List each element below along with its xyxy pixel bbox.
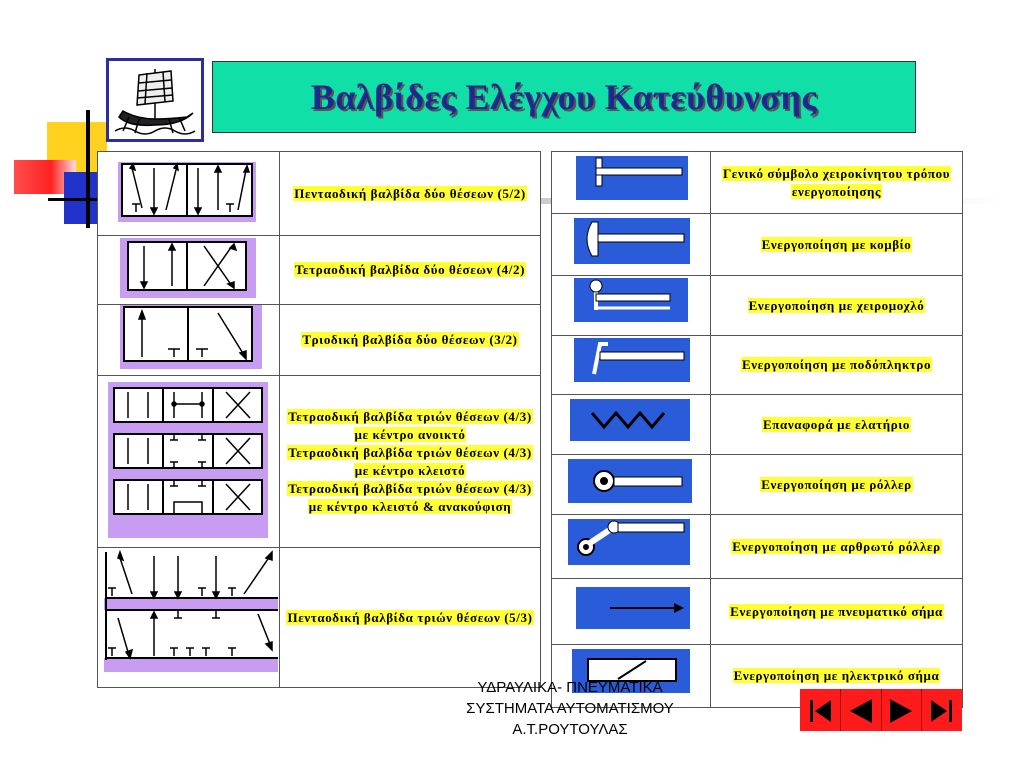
actuation-table: Γενικό σύμβολο χειροκίνητου τρόπου ενεργ… xyxy=(551,151,963,708)
valve-5-3-symbol xyxy=(104,549,278,672)
push-button-label: Ενεργοποίηση με κομβίο xyxy=(760,236,913,252)
roller-icon xyxy=(568,459,692,503)
valve-4-3-symbols xyxy=(108,382,268,538)
valve-4-2-label: Τετραοδική βαλβίδα δύο θέσεων (4/2) xyxy=(293,262,527,277)
articulated-roller-label: Ενεργοποίηση με αρθρωτό ρόλλερ xyxy=(731,538,942,554)
footer-line-1: ΥΔΡΑΥΛΙΚΑ- ΠΝΕΥΜΑΤΙΚΑ xyxy=(477,679,663,696)
ship-icon xyxy=(114,69,196,135)
decor-vertical-line xyxy=(86,110,90,228)
page-title: Βαλβίδες Ελέγχου Κατεύθυνσης xyxy=(310,77,818,117)
hand-lever-label: Ενεργοποίηση με χειρομοχλό xyxy=(747,297,926,313)
previous-slide-button[interactable] xyxy=(841,689,882,731)
valve-3-2-symbol xyxy=(120,305,262,369)
valve-4-3-closed-label: Τετραοδική βαλβίδα τριών θέσεων (4/3) με… xyxy=(287,444,533,478)
foot-pedal-icon xyxy=(574,338,690,382)
next-slide-button[interactable] xyxy=(882,689,923,731)
valve-5-2-symbol xyxy=(118,162,256,222)
first-slide-button[interactable] xyxy=(800,689,841,731)
electric-signal-label: Ενεργοποίηση με ηλεκτρικό σήμα xyxy=(732,668,941,683)
valve-4-3-closed-relief-symbol xyxy=(113,479,263,515)
footer-line-3: Α.Τ.ΡΟΥΤΟΥΛΑΣ xyxy=(512,721,628,738)
articulated-roller-icon xyxy=(568,519,690,565)
footer-credits: ΥΔΡΑΥΛΙΚΑ- ΠΝΕΥΜΑΤΙΚΑ ΣΥΣΤΗΜΑΤΑ ΑΥΤΟΜΑΤΙ… xyxy=(400,677,740,740)
footer-line-2: ΣΥΣΤΗΜΑΤΑ ΑΥΤΟΜΑΤΙΣΜΟΥ xyxy=(466,700,674,717)
electric-signal-icon xyxy=(572,649,690,693)
valve-4-3-closed-center-symbol xyxy=(113,433,263,469)
last-slide-icon xyxy=(931,700,953,722)
title-banner: Βαλβίδες Ελέγχου Κατεύθυνσης xyxy=(212,61,916,133)
pneumatic-signal-label: Ενεργοποίηση με πνευματικό σήμα xyxy=(729,603,944,619)
first-slide-icon xyxy=(809,700,831,722)
previous-slide-icon xyxy=(849,699,872,723)
valve-3-2-label: Τριοδική βαλβίδα δύο θέσεων (3/2) xyxy=(301,332,519,347)
valve-4-3-relief-label: Τετραοδική βαλβίδα τριών θέσεων (4/3) με… xyxy=(287,480,533,514)
spring-return-icon xyxy=(570,399,690,441)
valve-row-3-2: Τριοδική βαλβίδα δύο θέσεων (3/2) xyxy=(97,304,541,376)
push-button-icon xyxy=(574,218,690,264)
valve-5-3-label: Πενταοδική βαλβίδα τριών θέσεων (5/3) xyxy=(286,609,534,625)
valve-row-4-2: Τετραοδική βαλβίδα δύο θέσεων (4/2) xyxy=(97,235,541,305)
valve-5-2-label: Πενταοδική βαλβίδα δύο θέσεων (5/2) xyxy=(293,185,527,201)
manual-general-label: Γενικό σύμβολο χειροκίνητου τρόπου ενεργ… xyxy=(721,165,952,199)
slide-navigation xyxy=(800,689,962,731)
valve-row-5-3: Πενταοδική βαλβίδα τριών θέσεων (5/3) xyxy=(97,547,541,688)
next-slide-icon xyxy=(890,699,913,723)
valve-4-3-open-label: Τετραοδική βαλβίδα τριών θέσεων (4/3) με… xyxy=(287,408,533,442)
valve-4-3-open-center-symbol xyxy=(113,387,263,423)
spring-return-label: Επαναφορά με ελατήριο xyxy=(761,416,912,432)
valve-4-2-symbol xyxy=(120,238,256,298)
hand-lever-icon xyxy=(574,278,688,322)
valves-table: Πενταοδική βαλβίδα δύο θέσεων (5/2) Τετρ… xyxy=(97,151,541,688)
decor-horizontal-line xyxy=(48,198,120,201)
foot-pedal-label: Ενεργοποίηση με ποδόπληκτρο xyxy=(740,357,933,372)
ship-logo xyxy=(106,58,204,142)
valve-row-4-3: Τετραοδική βαλβίδα τριών θέσεων (4/3) με… xyxy=(97,375,541,548)
roller-label: Ενεργοποίηση με ρόλλερ xyxy=(760,476,913,492)
last-slide-button[interactable] xyxy=(922,689,962,731)
pneumatic-signal-icon xyxy=(576,587,690,629)
valve-row-5-2: Πενταοδική βαλβίδα δύο θέσεων (5/2) xyxy=(97,151,541,236)
manual-general-icon xyxy=(576,156,688,200)
